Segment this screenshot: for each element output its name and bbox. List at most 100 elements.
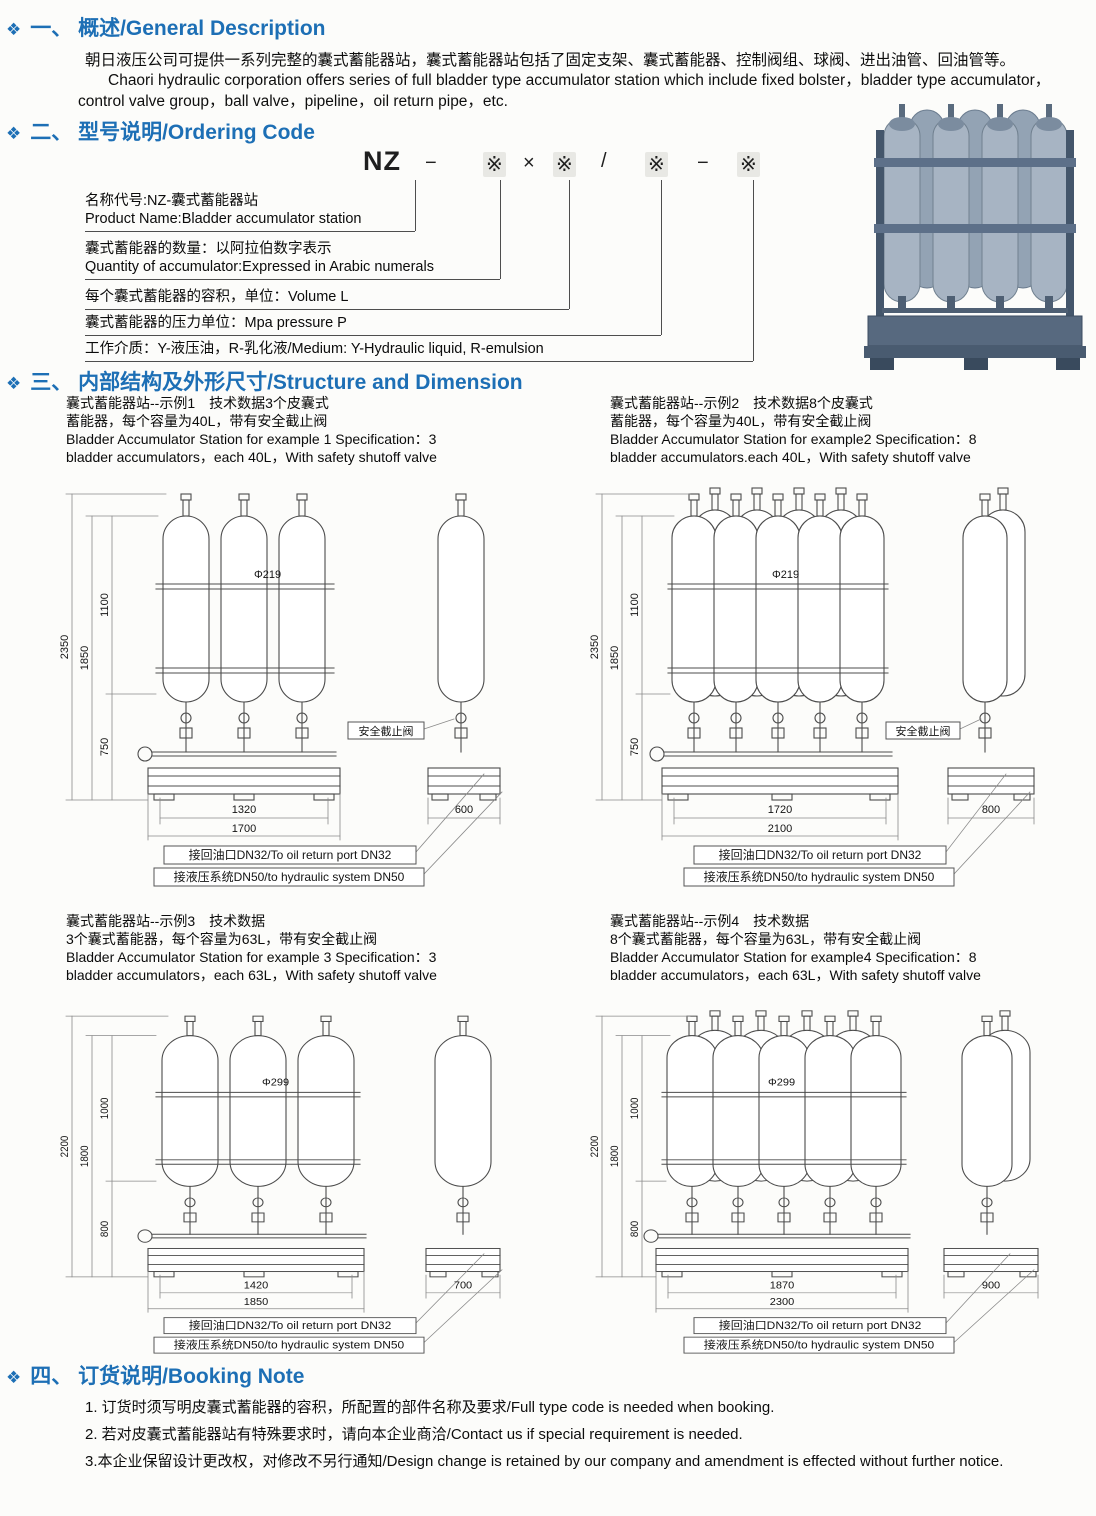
legend-row-name: 名称代号:NZ-囊式蓄能器站 Product Name:Bladder accu… bbox=[85, 192, 415, 232]
caption-line: Bladder Accumulator Station for example … bbox=[66, 949, 437, 965]
dimension-lines bbox=[595, 493, 1035, 875]
legend-pressure-cn: 囊式蓄能器的压力单位：Mpa pressure P bbox=[85, 315, 347, 331]
port-labels: 接回油口DN32/To oil return port DN32 接液压系统DN… bbox=[153, 845, 425, 887]
dim-label-total: 2200 bbox=[60, 1135, 72, 1157]
dim-label-upper: 1000 bbox=[100, 1097, 112, 1119]
dim-label-lower: 750 bbox=[629, 738, 641, 756]
caption-line: 8个囊式蓄能器，每个容量为63L，带有安全截止阀 bbox=[610, 931, 922, 947]
dim-label-mid: 1800 bbox=[80, 1145, 92, 1167]
dim-label-total: 2200 bbox=[590, 1135, 602, 1157]
caption-line: 囊式蓄能器站--示例4 技术数据 bbox=[610, 913, 810, 929]
width-inner-label: 1420 bbox=[244, 1281, 269, 1291]
technical-drawing-example-2: 2350 1850 1100 750 Φ219 1720 2100 800 安全… bbox=[589, 487, 1035, 887]
dim-label-upper: 1100 bbox=[99, 593, 111, 617]
width-inner-label: 1720 bbox=[768, 804, 792, 816]
side-width-label: 700 bbox=[454, 1281, 473, 1291]
safety-valve-label: 安全截止阀 bbox=[896, 724, 951, 738]
ordering-code-diagram: NZ − ※ × ※ / ※ − ※ 名称代号:NZ-囊式蓄能器站 Produc… bbox=[85, 146, 825, 370]
safety-valve-callout: 安全截止阀 bbox=[885, 721, 961, 740]
booking-note-1: 1. 订货时须写明皮囊式蓄能器的容积，所配置的部件名称及要求/Full type… bbox=[85, 1399, 775, 1416]
dim-label-lower: 800 bbox=[100, 1221, 112, 1237]
example-1-caption: 囊式蓄能器站--示例1 技术数据3个皮囊式 蓄能器，每个容量为40L，带有安全截… bbox=[66, 394, 566, 466]
legend-quantity-en: Quantity of accumulator:Expressed in Ara… bbox=[85, 259, 434, 275]
technical-drawing-example-1: 2350 1850 1100 750 Φ219 1320 1700 600 安全… bbox=[59, 493, 503, 887]
connector-line-name bbox=[415, 180, 416, 231]
caption-line: bladder accumulators，each 63L，With safet… bbox=[66, 967, 437, 983]
width-outer-label: 2300 bbox=[770, 1298, 795, 1308]
width-outer-label: 1700 bbox=[232, 823, 256, 835]
code-placeholder-pressure: ※ bbox=[645, 152, 668, 177]
caption-line: bladder accumulators，each 63L，With safet… bbox=[610, 967, 981, 983]
hydraulic-system-port-label: 接液压系统DN50/to hydraulic system DN50 bbox=[174, 869, 405, 884]
caption-line: Bladder Accumulator Station for example2… bbox=[610, 431, 977, 447]
legend-name-cn: 名称代号:NZ-囊式蓄能器站 bbox=[85, 193, 259, 209]
caption-line: 蓄能器，每个容量为40L，带有安全截止阀 bbox=[66, 413, 328, 429]
front-view bbox=[137, 493, 341, 801]
legend-row-quantity: 囊式蓄能器的数量：以阿拉伯数字表示 Quantity of accumulato… bbox=[85, 240, 500, 280]
example-3-caption: 囊式蓄能器站--示例3 技术数据 3个囊式蓄能器，每个容量为63L，带有安全截止… bbox=[66, 912, 566, 984]
technical-drawing-example-3: 2200 1800 1000 800 Φ299 1420 1850 700 接回… bbox=[60, 1015, 503, 1354]
code-placeholder-volume: ※ bbox=[553, 152, 576, 177]
dim-label-lower: 750 bbox=[99, 738, 111, 756]
photo-base bbox=[864, 315, 1086, 370]
front-view bbox=[137, 1015, 367, 1278]
section-1-header: ❖ 一、 概述/General Description bbox=[6, 12, 325, 42]
booking-note-3: 3.本企业保留设计更改权，对修改不另行通知/Design change is r… bbox=[85, 1453, 1004, 1470]
side-view bbox=[943, 1010, 1039, 1278]
code-prefix: NZ bbox=[363, 146, 401, 176]
photo-back-cylinders bbox=[909, 109, 1041, 289]
section-2-header: ❖ 二、 型号说明/Ordering Code bbox=[6, 116, 315, 146]
example-4-caption: 囊式蓄能器站--示例4 技术数据 8个囊式蓄能器，每个容量为63L，带有安全截止… bbox=[610, 912, 1096, 984]
code-separator-2: − bbox=[697, 152, 709, 174]
legend-medium-cn: 工作介质：Y-液压油，R-乳化液/Medium: Y-Hydraulic liq… bbox=[85, 341, 544, 357]
side-width-label: 900 bbox=[982, 1281, 1001, 1291]
caption-line: 囊式蓄能器站--示例2 技术数据8个皮囊式 bbox=[610, 395, 873, 411]
section-3-title: 三、 内部结构及外形尺寸/Structure and Dimension bbox=[30, 371, 523, 394]
diameter-label: Φ299 bbox=[768, 1078, 795, 1088]
section-bullet-icon: ❖ bbox=[6, 20, 22, 39]
dim-label-lower: 800 bbox=[630, 1221, 642, 1237]
diameter-label: Φ299 bbox=[262, 1078, 289, 1088]
legend-quantity-cn: 囊式蓄能器的数量：以阿拉伯数字表示 bbox=[85, 241, 332, 257]
technical-drawing-example-4: 2200 1800 1000 800 Φ299 1870 2300 900 接回… bbox=[590, 1010, 1039, 1354]
legend-volume-cn: 每个囊式蓄能器的容积，单位：Volume L bbox=[85, 289, 349, 305]
hydraulic-system-port-label: 接液压系统DN50/to hydraulic system DN50 bbox=[704, 869, 935, 884]
dimension-lines bbox=[65, 493, 503, 875]
connector-line-quantity bbox=[500, 180, 501, 279]
oil-return-port-label: 接回油口DN32/To oil return port DN32 bbox=[719, 847, 922, 862]
example-2-caption: 囊式蓄能器站--示例2 技术数据8个皮囊式 蓄能器，每个容量为40L，带有安全截… bbox=[610, 394, 1096, 466]
code-placeholder-medium: ※ bbox=[737, 152, 760, 177]
width-outer-label: 2100 bbox=[768, 823, 792, 835]
section-bullet-icon: ❖ bbox=[6, 1368, 22, 1387]
code-separator-1: − bbox=[425, 152, 437, 174]
section-bullet-icon: ❖ bbox=[6, 124, 22, 143]
code-slash: / bbox=[601, 150, 607, 172]
photo-piping bbox=[882, 296, 1068, 313]
connector-line-pressure bbox=[661, 180, 662, 335]
side-view bbox=[427, 493, 501, 801]
dim-label-mid: 1850 bbox=[79, 646, 91, 670]
section-4-header: ❖ 四、 订货说明/Booking Note bbox=[6, 1360, 304, 1390]
side-view bbox=[425, 1015, 501, 1278]
legend-row-medium: 工作介质：Y-液压油，R-乳化液/Medium: Y-Hydraulic liq… bbox=[85, 340, 753, 362]
code-times: × bbox=[523, 152, 535, 174]
legend-row-volume: 每个囊式蓄能器的容积，单位：Volume L bbox=[85, 288, 569, 310]
dim-label-total: 2350 bbox=[589, 635, 601, 659]
dim-label-mid: 1800 bbox=[610, 1145, 622, 1167]
caption-line: bladder accumulators.each 40L，With safet… bbox=[610, 449, 971, 465]
dim-label-upper: 1000 bbox=[630, 1097, 642, 1119]
diameter-label: Φ219 bbox=[772, 569, 799, 581]
diameter-label: Φ219 bbox=[254, 569, 281, 581]
hydraulic-system-port-label: 接液压系统DN50/to hydraulic system DN50 bbox=[174, 1338, 404, 1351]
caption-line: 囊式蓄能器站--示例1 技术数据3个皮囊式 bbox=[66, 395, 329, 411]
caption-line: Bladder Accumulator Station for example4… bbox=[610, 949, 977, 965]
port-labels: 接回油口DN32/To oil return port DN32 接液压系统DN… bbox=[683, 1317, 955, 1354]
front-view bbox=[643, 1010, 911, 1278]
hydraulic-system-port-label: 接液压系统DN50/to hydraulic system DN50 bbox=[704, 1338, 934, 1351]
port-labels: 接回油口DN32/To oil return port DN32 接液压系统DN… bbox=[153, 1317, 425, 1354]
front-view bbox=[649, 487, 899, 801]
port-labels: 接回油口DN32/To oil return port DN32 接液压系统DN… bbox=[683, 845, 955, 887]
section-1-title: 一、 概述/General Description bbox=[30, 17, 326, 40]
side-width-label: 600 bbox=[455, 804, 473, 816]
caption-line: bladder accumulators，each 40L，With safet… bbox=[66, 449, 437, 465]
